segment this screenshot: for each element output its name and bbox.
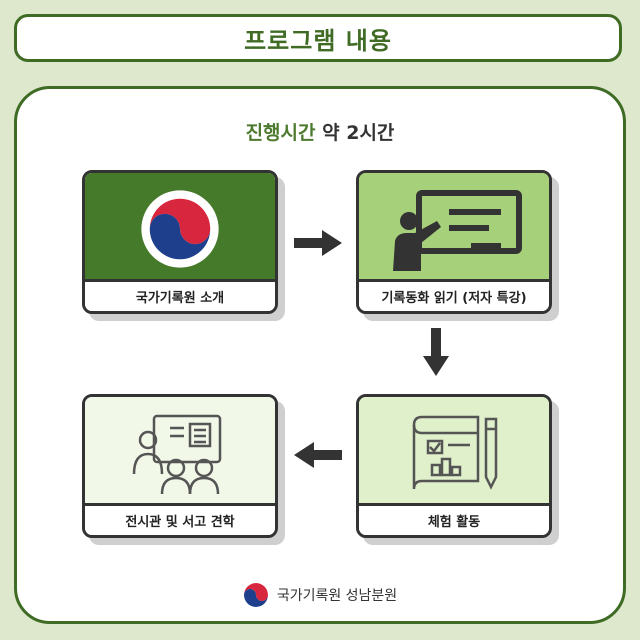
duration-label: 진행시간 [245, 122, 316, 144]
taegeuk-emblem-icon [141, 190, 219, 268]
step-label-intro: 국가기록원 소개 [85, 279, 275, 311]
step-card-intro: 국가기록원 소개 [82, 170, 278, 314]
taegeuk-logo-icon [243, 583, 268, 607]
step-card-tour: 전시관 및 서고 견학 [82, 394, 278, 538]
footer: 국가기록원 성남분원 [0, 582, 640, 608]
step-image-reading [359, 173, 549, 285]
blueprint-pencil-icon [412, 415, 498, 490]
page-header: 프로그램 내용 [14, 14, 622, 62]
step-card-reading: 기록동화 읽기 (저자 특강) [356, 170, 552, 314]
lecturer-board-icon [393, 190, 522, 271]
footer-org-name: 국가기록원 성남분원 [276, 588, 398, 604]
step-label-reading: 기록동화 읽기 (저자 특강) [359, 279, 549, 311]
step-label-tour: 전시관 및 서고 견학 [85, 503, 275, 535]
exhibition-visitors-icon [132, 414, 222, 494]
step-card-activity: 체험 활동 [356, 394, 552, 538]
step-image-tour [85, 397, 275, 509]
arrow-left-icon [294, 442, 342, 468]
content-panel [14, 86, 626, 624]
step-image-activity [359, 397, 549, 509]
step-image-intro [85, 173, 275, 285]
step-label-activity: 체험 활동 [359, 503, 549, 535]
duration-value: 약 2시간 [322, 122, 395, 144]
arrow-right-icon [294, 230, 342, 256]
page-title: 프로그램 내용 [244, 26, 392, 55]
duration-line: 진행시간 약 2시간 [0, 118, 640, 145]
arrow-down-icon [423, 328, 449, 376]
